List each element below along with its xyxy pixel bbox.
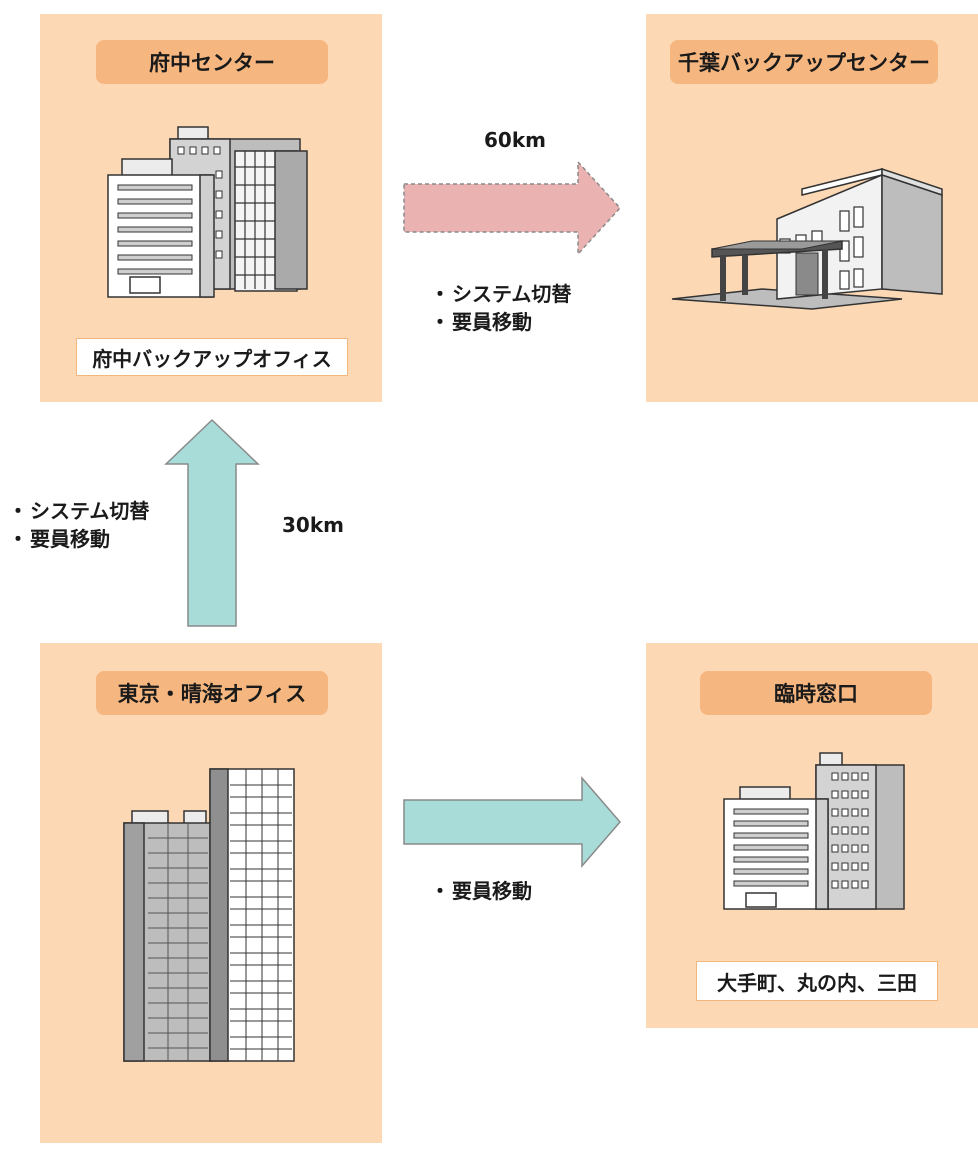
list-item: ・要員移動	[8, 527, 110, 551]
edge-items-harumi-to-temp: ・要員移動	[430, 877, 532, 905]
office-building-icon-2	[723, 752, 905, 910]
data-center-building-icon	[671, 167, 943, 310]
chiba-backup-center-panel: 千葉バックアップセンター	[646, 14, 978, 402]
highrise-building-icon	[123, 768, 295, 1062]
arrow-harumi-to-temp	[403, 775, 621, 869]
temporary-counter-panel: 臨時窓口 大手町、丸の内、三田	[646, 643, 978, 1028]
tokyo-harumi-office-title: 東京・晴海オフィス	[96, 671, 328, 715]
distance-label-60km: 60km	[484, 128, 546, 152]
list-item: ・システム切替	[8, 499, 150, 523]
distance-label-30km: 30km	[282, 513, 344, 537]
edge-items-harumi-to-fuchu: ・システム切替 ・要員移動	[8, 497, 149, 553]
chiba-backup-center-title: 千葉バックアップセンター	[670, 40, 938, 84]
temporary-counter-locations-label: 大手町、丸の内、三田	[696, 961, 938, 1001]
fuchu-center-panel: 府中センター 府中バックアップオフィス	[40, 14, 382, 402]
temporary-counter-title: 臨時窓口	[700, 671, 932, 715]
edge-items-fuchu-to-chiba: ・システム切替 ・要員移動	[430, 280, 571, 336]
dashed-arrow-fuchu-to-chiba	[403, 160, 622, 256]
office-building-icon	[107, 126, 308, 298]
fuchu-backup-office-label: 府中バックアップオフィス	[76, 338, 348, 376]
list-item: ・要員移動	[430, 879, 532, 903]
fuchu-center-title: 府中センター	[96, 40, 328, 84]
list-item: ・要員移動	[430, 310, 532, 334]
arrow-harumi-to-fuchu	[164, 418, 260, 627]
list-item: ・システム切替	[430, 282, 572, 306]
tokyo-harumi-office-panel: 東京・晴海オフィス	[40, 643, 382, 1143]
